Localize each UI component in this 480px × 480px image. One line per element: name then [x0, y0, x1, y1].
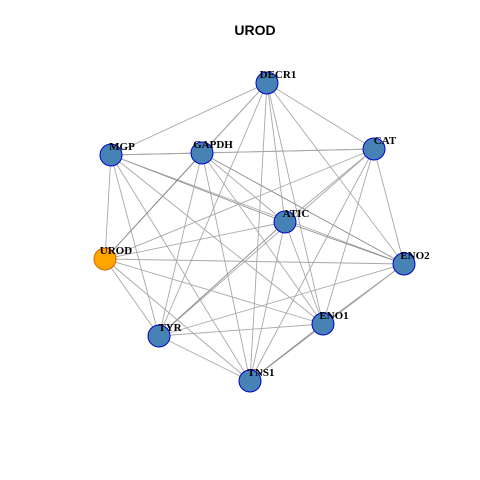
node-label-decr1: DECR1 [260, 69, 297, 81]
node-eno1[interactable] [311, 312, 335, 336]
edge-atic-urod [104, 221, 286, 260]
node-cat[interactable] [362, 137, 386, 161]
node-tyr[interactable] [147, 324, 171, 348]
edge-gapdh-eno1 [201, 152, 324, 325]
node-label-tyr: TYR [158, 322, 182, 334]
edge-gapdh-urod [104, 152, 203, 260]
edge-eno2-tyr [158, 263, 405, 337]
edge-gapdh-tns1 [201, 152, 251, 382]
node-atic[interactable] [273, 210, 297, 234]
node-label-mgp: MGP [109, 141, 135, 153]
edge-cat-tns1 [249, 148, 375, 382]
edge-urod-eno2 [104, 258, 405, 265]
edge-cat-eno1 [322, 148, 375, 325]
edge-cat-eno2 [373, 148, 405, 265]
edge-urod-tns1 [104, 258, 251, 382]
edge-eno1-tns1 [249, 323, 324, 382]
edge-mgp-tns1 [110, 154, 251, 382]
edge-gapdh-atic [201, 152, 286, 223]
edge-mgp-eno2 [110, 154, 405, 265]
edge-atic-eno2 [284, 221, 405, 265]
node-decr1[interactable] [255, 71, 279, 95]
edge-decr1-eno2 [266, 82, 405, 265]
node-label-gapdh: GAPDH [193, 139, 233, 151]
node-label-atic: ATIC [283, 208, 310, 220]
edge-gapdh-eno2 [201, 152, 405, 265]
node-mgp[interactable] [99, 143, 123, 167]
edge-cat-tyr [158, 148, 375, 337]
edge-urod-tyr [104, 258, 160, 337]
edge-gapdh-cat [201, 148, 375, 154]
edge-decr1-mgp [110, 82, 268, 156]
node-label-tns1: TNS1 [248, 367, 275, 379]
edge-atic-eno1 [284, 221, 324, 325]
edge-mgp-eno1 [110, 154, 324, 325]
edge-atic-tyr [158, 221, 286, 337]
node-tns1[interactable] [238, 369, 262, 393]
edge-cat-atic [284, 148, 375, 223]
edges-layer [104, 82, 405, 382]
diagram-title: UROD [234, 22, 275, 38]
edge-decr1-eno1 [266, 82, 324, 325]
edge-cat-urod [104, 148, 375, 260]
node-label-eno1: ENO1 [319, 310, 348, 322]
edge-decr1-tns1 [249, 82, 268, 382]
edge-tyr-eno1 [158, 323, 324, 337]
edge-decr1-tyr [158, 82, 268, 337]
node-eno2[interactable] [392, 252, 416, 276]
edge-tyr-tns1 [158, 335, 251, 382]
node-label-eno2: ENO2 [400, 250, 430, 262]
node-gapdh[interactable] [190, 141, 214, 165]
node-label-cat: CAT [374, 135, 397, 147]
node-urod[interactable] [93, 247, 117, 271]
nodes-layer [93, 71, 416, 393]
edge-urod-eno1 [104, 258, 324, 325]
edge-atic-tns1 [249, 221, 286, 382]
edge-decr1-cat [266, 82, 375, 150]
edge-gapdh-tyr [158, 152, 203, 337]
edge-mgp-urod [104, 154, 112, 260]
node-label-urod: UROD [100, 245, 132, 257]
edge-mgp-tyr [110, 154, 160, 337]
edge-decr1-atic [266, 82, 286, 223]
